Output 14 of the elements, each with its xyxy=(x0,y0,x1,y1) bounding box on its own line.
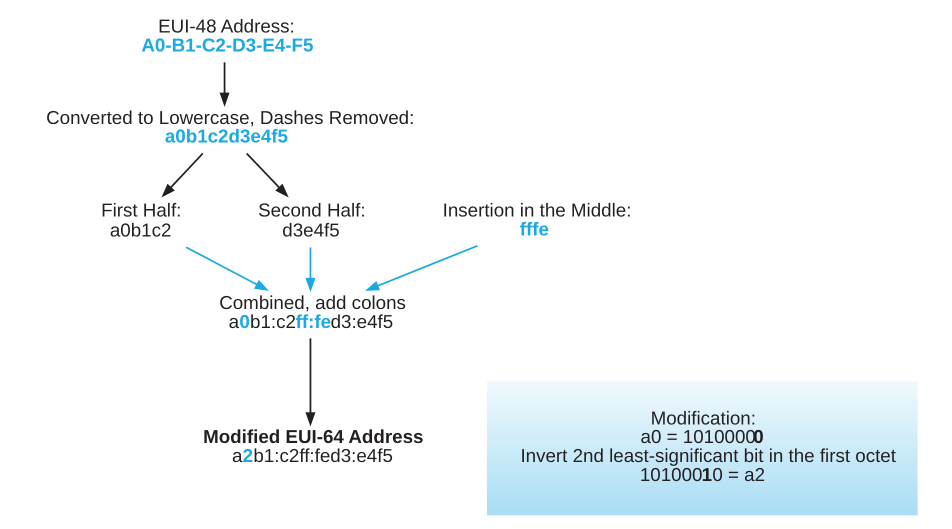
node-text: Converted to Lowercase, Dashes Removed: a0b1c2d3e4f5 xyxy=(46,106,414,147)
node-text: Second Half: d3e4f5 xyxy=(258,199,366,241)
node-text: EUI-48 Address: A0-B1-C2-D3-E4-F5 xyxy=(140,16,313,56)
arrow xyxy=(304,338,315,427)
node-text: Modified EUI-64 Address a2b1:c2ff:fed3:e4f5 xyxy=(202,426,423,466)
node-text: First Half: a0b1c2 xyxy=(100,199,181,241)
arrow xyxy=(160,152,203,198)
arrow xyxy=(185,246,268,291)
arrow xyxy=(246,152,288,198)
node-text: Combined, add colons a0b1:c2ff:fed3:e4f5 xyxy=(218,292,406,332)
arrow xyxy=(364,245,478,291)
node-text: Insertion in the Middle: fffe xyxy=(442,199,631,240)
arrow xyxy=(304,247,315,292)
arrow xyxy=(219,62,230,107)
